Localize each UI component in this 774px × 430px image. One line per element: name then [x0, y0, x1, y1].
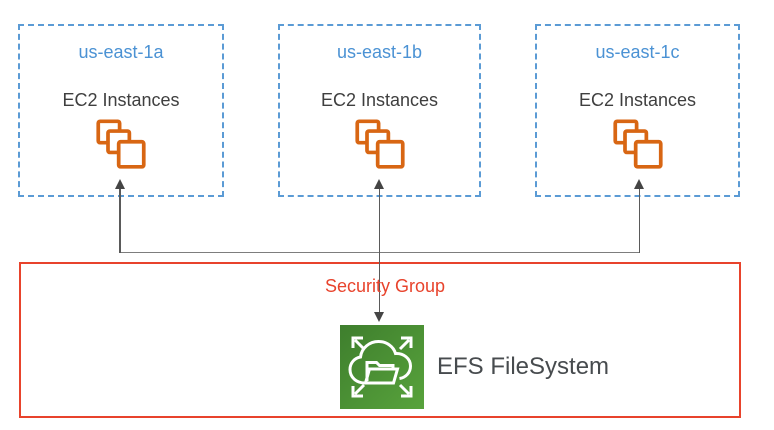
efs-filesystem-icon	[340, 325, 424, 409]
ec2-instances-icon	[612, 119, 663, 169]
az-label: us-east-1a	[78, 42, 164, 62]
az-label: us-east-1c	[595, 42, 680, 62]
arrowhead-up-center	[373, 179, 384, 189]
connector-line-left	[119, 188, 121, 253]
az-box-us-east-1a: us-east-1a EC2 Instances	[18, 24, 224, 197]
connector-line-center	[378, 188, 380, 314]
az-box-us-east-1c: us-east-1c EC2 Instances	[535, 24, 740, 197]
security-group-label: Security Group	[324, 276, 446, 296]
ec2-instances-label: EC2 Instances	[62, 90, 180, 110]
arrowhead-up-right	[633, 179, 644, 189]
ec2-instances-label: EC2 Instances	[320, 90, 439, 110]
ec2-instances-icon	[354, 119, 405, 169]
arrowhead-down-efs	[373, 312, 384, 322]
efs-filesystem-label: EFS FileSystem	[437, 353, 610, 380]
arrowhead-up-left	[114, 179, 125, 189]
connector-line-right	[638, 188, 640, 253]
security-group-box	[19, 262, 741, 418]
ec2-instances-label: EC2 Instances	[578, 90, 697, 110]
az-label: us-east-1b	[336, 42, 423, 62]
ec2-instances-icon	[96, 119, 146, 169]
az-box-us-east-1b: us-east-1b EC2 Instances	[278, 24, 481, 197]
